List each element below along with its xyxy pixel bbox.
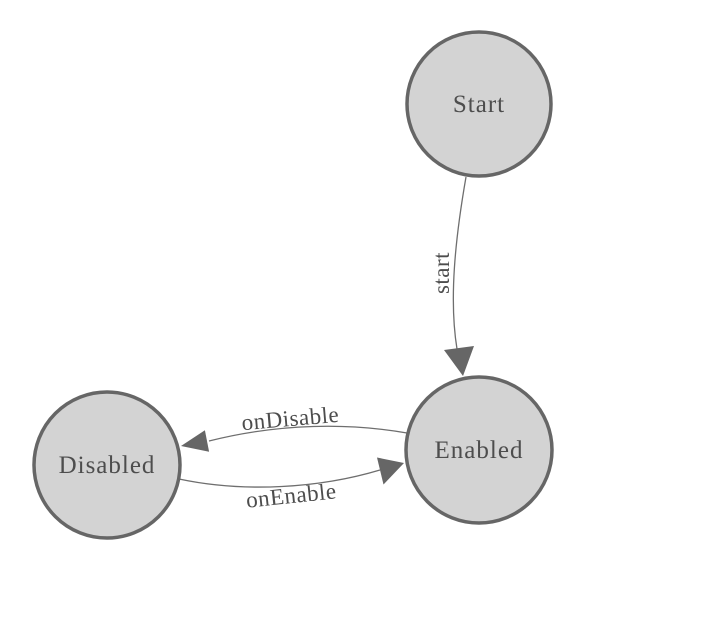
transition-start-edge <box>452 176 467 350</box>
state-node-enabled[interactable]: Enabled <box>404 375 554 525</box>
transition-onenable-edge <box>178 469 381 488</box>
transition-onenable-arrowhead-icon <box>377 457 404 485</box>
transition-onenable-label: onEnable <box>245 478 338 512</box>
transition-start-arrowhead-icon <box>444 346 474 376</box>
state-node-start-label: Start <box>453 91 505 118</box>
transition-onenable: onEnable <box>178 457 404 513</box>
transition-start: start <box>429 176 474 376</box>
transition-ondisable-edge <box>208 425 408 442</box>
state-node-start-circle[interactable] <box>405 30 553 178</box>
transition-start-label: start <box>429 252 454 294</box>
state-node-disabled-circle[interactable] <box>32 390 182 540</box>
state-node-enabled-circle[interactable] <box>404 375 554 525</box>
state-node-start[interactable]: Start <box>405 30 553 178</box>
transition-ondisable-arrowhead-icon <box>181 430 210 452</box>
state-node-disabled-label: Disabled <box>59 452 156 479</box>
transition-ondisable: onDisable <box>181 402 408 452</box>
state-node-disabled[interactable]: Disabled <box>32 390 182 540</box>
transition-ondisable-label: onDisable <box>241 402 341 435</box>
state-node-enabled-label: Enabled <box>435 437 524 464</box>
